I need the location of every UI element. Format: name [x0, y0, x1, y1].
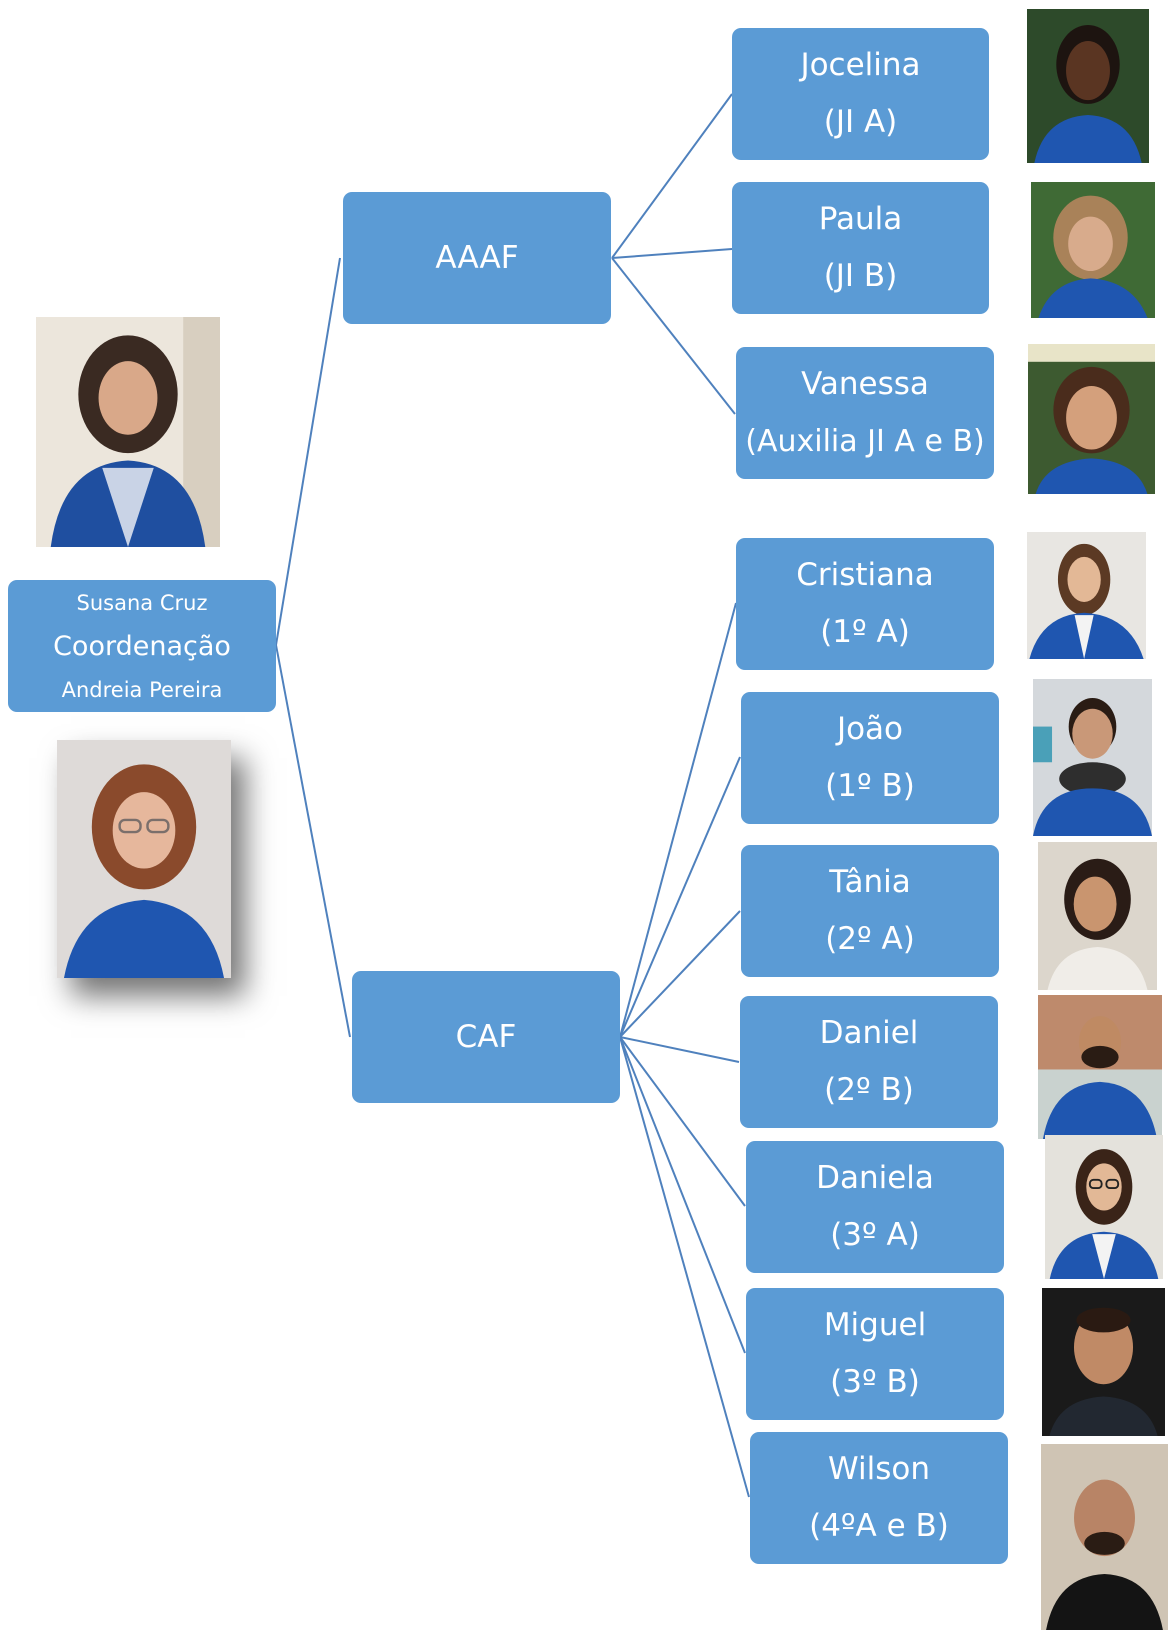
connector-caf-miguel	[619, 1036, 746, 1354]
member-name: João	[836, 711, 904, 747]
member-name: Tânia	[829, 864, 911, 900]
member-box-cristiana: Cristiana (1º A)	[736, 538, 994, 670]
member-box-joao: João (1º B)	[741, 692, 999, 824]
member-box-daniel: Daniel (2º B)	[740, 996, 998, 1128]
connector-caf-tania	[619, 910, 741, 1038]
coordination-title: Coordenação	[53, 630, 231, 662]
coordinator-name-bottom: Andreia Pereira	[61, 677, 223, 702]
connector-root-aaaf	[275, 257, 341, 646]
photo-susana-cruz	[36, 317, 220, 547]
coordinator-name-top: Susana Cruz	[76, 590, 208, 615]
member-role: (3º B)	[830, 1364, 920, 1400]
connector-aaaf-paula	[611, 248, 733, 259]
connector-aaaf-jocelina	[611, 93, 733, 259]
photo-vanessa	[1028, 344, 1155, 494]
member-role: (3º A)	[830, 1217, 920, 1253]
group-label-caf: CAF	[455, 1019, 517, 1055]
photo-joao	[1033, 679, 1152, 836]
member-name: Paula	[818, 201, 903, 237]
member-name: Miguel	[823, 1307, 927, 1343]
member-role: (1º A)	[820, 614, 910, 650]
coordination-box: Susana Cruz Coordenação Andreia Pereira	[8, 580, 276, 712]
connector-root-caf	[275, 644, 351, 1038]
member-role: (1º B)	[825, 768, 915, 804]
member-name: Wilson	[828, 1451, 930, 1487]
connector-aaaf-vanessa	[611, 257, 736, 415]
member-role: (2º A)	[825, 921, 915, 957]
group-label-aaaf: AAAF	[435, 240, 519, 276]
member-role: (4ºA e B)	[809, 1508, 949, 1544]
member-name: Daniel	[819, 1015, 919, 1051]
photo-wilson	[1041, 1444, 1168, 1630]
member-role: (Auxilia JI A e B)	[745, 424, 985, 459]
connector-caf-joao	[619, 756, 741, 1038]
connector-caf-wilson	[619, 1036, 750, 1498]
connector-caf-cristiana	[619, 602, 737, 1038]
member-box-wilson: Wilson (4ºA e B)	[750, 1432, 1008, 1564]
member-role: (2º B)	[824, 1072, 914, 1108]
member-box-jocelina: Jocelina (JI A)	[732, 28, 989, 160]
member-box-vanessa: Vanessa (Auxilia JI A e B)	[736, 347, 994, 479]
photo-daniela	[1045, 1135, 1163, 1279]
photo-tania	[1038, 842, 1157, 990]
member-box-daniela: Daniela (3º A)	[746, 1141, 1004, 1273]
member-name: Vanessa	[801, 366, 929, 402]
member-role: (JI A)	[823, 104, 898, 140]
member-name: Daniela	[816, 1160, 934, 1196]
member-box-miguel: Miguel (3º B)	[746, 1288, 1004, 1420]
photo-cristiana	[1027, 532, 1146, 659]
photo-andreia-pereira	[57, 740, 231, 978]
group-box-caf: CAF	[352, 971, 620, 1103]
group-box-aaaf: AAAF	[343, 192, 611, 324]
member-name: Cristiana	[796, 557, 934, 593]
connector-caf-daniela	[619, 1036, 746, 1207]
photo-paula	[1031, 182, 1155, 318]
member-box-paula: Paula (JI B)	[732, 182, 989, 314]
member-name: Jocelina	[800, 47, 921, 83]
photo-miguel	[1042, 1288, 1165, 1436]
member-box-tania: Tânia (2º A)	[741, 845, 999, 977]
member-role: (JI B)	[823, 258, 898, 294]
photo-daniel	[1038, 995, 1162, 1139]
photo-jocelina	[1027, 9, 1149, 163]
connector-caf-daniel	[619, 1036, 740, 1063]
